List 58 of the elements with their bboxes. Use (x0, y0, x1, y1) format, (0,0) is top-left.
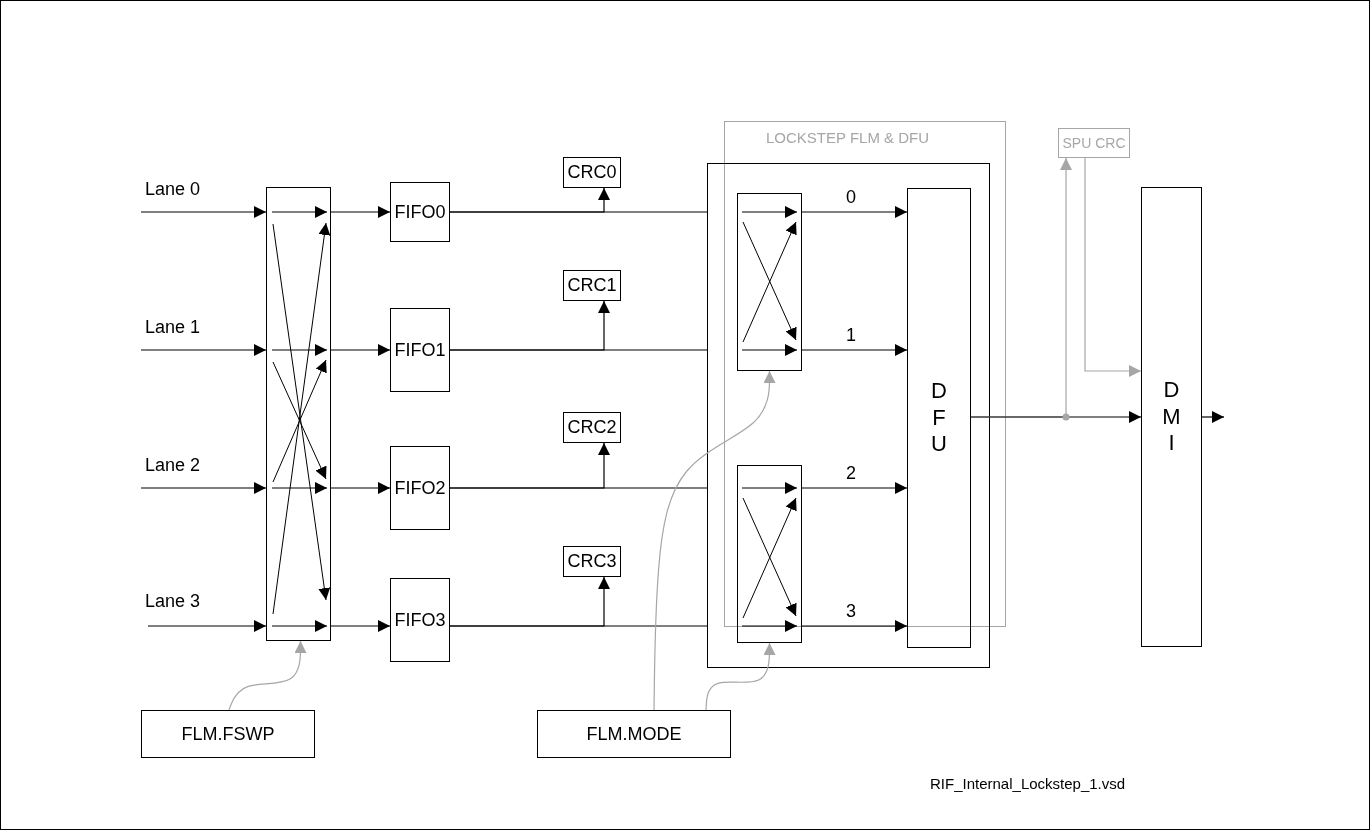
block-label: CRC1 (567, 275, 617, 296)
edge-label: 2 (846, 464, 856, 482)
lockstep-block (707, 163, 990, 668)
connector-arrow (801, 206, 908, 218)
connector-arrow (147, 620, 267, 632)
edge-label: Lane 2 (145, 456, 201, 474)
connector-arrow (1084, 157, 1142, 377)
block-label: DMI (1161, 377, 1182, 457)
fifo-block (390, 446, 450, 530)
block-label: FLM.MODE (586, 723, 682, 745)
edge-label: 1 (846, 326, 856, 344)
group-title: LOCKSTEP FLM & DFU (766, 130, 930, 145)
block-label: FIFO1 (394, 339, 446, 361)
connector-arrow (653, 370, 776, 711)
dfu-block (907, 188, 971, 648)
connector-arrow (801, 482, 908, 494)
block-label: CRC3 (567, 551, 617, 572)
fifo-block (390, 578, 450, 662)
edge-label: 0 (846, 188, 856, 206)
connector-arrow (330, 344, 391, 356)
connector-arrow (449, 442, 610, 489)
edge-label: Lane 0 (145, 180, 201, 198)
connector-arrow (330, 620, 391, 632)
block-label: FIFO2 (394, 477, 446, 499)
fifo-block (390, 308, 450, 392)
edge-label: Lane 1 (145, 318, 201, 336)
connector-arrow (1201, 411, 1225, 423)
connector-arrow (970, 411, 1142, 423)
register-box (141, 710, 315, 758)
fifo-block (390, 182, 450, 242)
connector-arrow (140, 206, 267, 218)
edge-label: Lane 3 (145, 592, 201, 610)
connector-arrow (330, 482, 391, 494)
connector-arrow (449, 300, 610, 351)
connector-arrow (140, 344, 267, 356)
connector-arrow (801, 344, 908, 356)
block-label: CRC0 (567, 162, 617, 183)
connector-arrow (705, 642, 776, 711)
connector-arrow (228, 640, 307, 711)
crossbar-switch-box (737, 193, 802, 371)
block-label: FIFO3 (394, 609, 446, 631)
block-label: DFU (930, 378, 948, 458)
connector-arrow (801, 620, 908, 632)
dmi-block (1141, 187, 1202, 647)
spu-crc-block (1058, 128, 1130, 158)
connector-arrow (449, 576, 610, 627)
block-label: FIFO0 (394, 201, 446, 223)
connector-arrow (449, 187, 610, 213)
connector-arrow (330, 206, 391, 218)
connector-arrow (140, 482, 267, 494)
crossbar-switch-box (737, 465, 802, 643)
file-name-note: RIF_Internal_Lockstep_1.vsd (930, 776, 1126, 791)
crossbar-switch-box (266, 187, 331, 641)
block-label: FLM.FSWP (181, 723, 275, 745)
register-box (537, 710, 731, 758)
block-label: SPU CRC (1062, 135, 1126, 151)
edge-label: 3 (846, 602, 856, 620)
block-label: CRC2 (567, 417, 617, 438)
